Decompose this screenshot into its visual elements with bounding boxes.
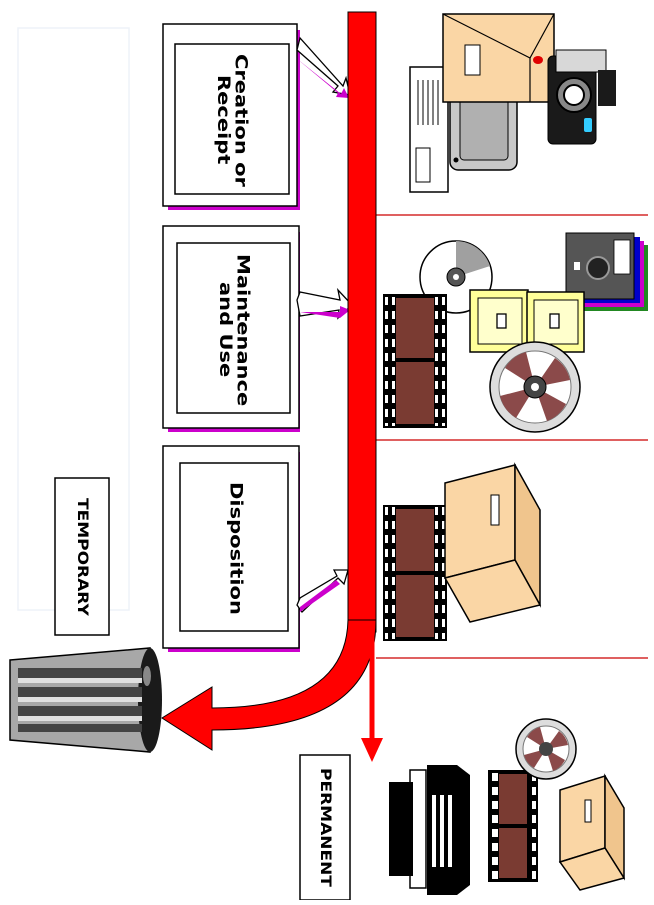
row-dividers [376,214,648,659]
connector-arrows [296,36,353,613]
stage-label-maintenance: Maintenance and Use [215,253,253,407]
trash-can-icon [9,647,162,753]
envelope-icon [442,13,555,103]
microfiche-icon [469,289,585,353]
film-strip-icon [383,294,447,428]
film-strip-icon [383,505,447,641]
stage-label-creation: Creation or Receipt [213,53,251,187]
stage-label-disposition: Disposition [226,481,247,615]
permanent-label: PERMANENT [316,767,334,887]
stage-box-creation [162,23,300,210]
records-box-icon [558,773,626,891]
computer-icon [409,66,518,193]
temporary-label: TEMPORARY [73,497,91,616]
camera-icon [547,49,616,145]
permanent-label-box [299,754,351,901]
stage-box-disposition [162,445,300,652]
film-strip-icon [488,770,538,882]
stage-box-maintenance [162,225,300,432]
lifecycle-arrow [161,11,383,762]
records-box-icon [443,462,542,623]
archives-building-icon [389,765,470,895]
tape-reel-icon [515,718,577,780]
floppy-disk-icon [565,232,648,311]
tape-reel-icon [489,341,581,433]
temporary-label-box [54,477,110,636]
